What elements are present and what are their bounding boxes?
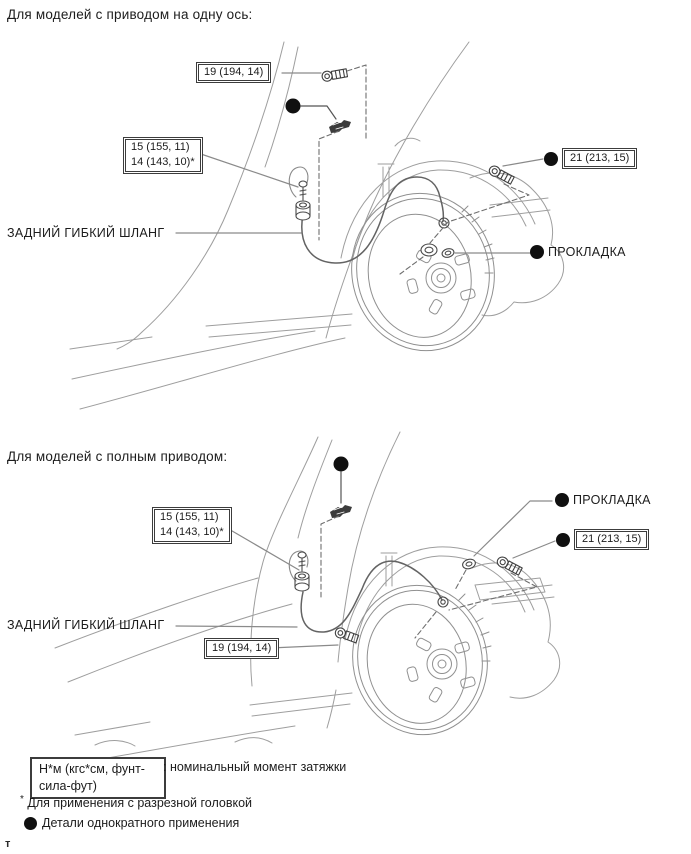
- single-use-note: Детали однократного применения: [24, 816, 239, 830]
- gasket-washer: [441, 248, 455, 258]
- torque-label-21: 21 (213, 15): [562, 148, 638, 170]
- rear-flexible-hose: [300, 560, 443, 633]
- single-use-dot-icon: [544, 151, 558, 166]
- gasket-label: ПРОКЛАДКА: [548, 245, 626, 259]
- torque-unit-box: Н*м (кгс*см, фунт- сила-фут): [30, 757, 166, 799]
- torque-unit-note: : номинальный момент затяжки: [163, 760, 347, 774]
- hose-clip-icon: [329, 120, 351, 133]
- torque-value: 14 (143, 10)*: [131, 156, 195, 169]
- single-use-dot: [333, 456, 349, 504]
- asterisk-marker: *: [20, 794, 24, 805]
- torque-unit-line1: Н*м (кгс*см, фунт-: [39, 762, 145, 776]
- rear-hose-label: ЗАДНИЙ ГИБКИЙ ШЛАНГ: [7, 226, 165, 240]
- bolt-icon-21: [488, 165, 515, 185]
- torque-21-callout: 21 (213, 15): [544, 148, 638, 170]
- single-use-dot-icon: [24, 816, 37, 830]
- dashed-leaders: [320, 515, 538, 639]
- hose-fittings: [288, 166, 455, 258]
- gasket-callout: ПРОКЛАДКА: [555, 493, 651, 507]
- backing-plate: [471, 562, 561, 699]
- torque-21-callout: 21 (213, 15): [556, 529, 650, 551]
- torque-value: 15 (155, 11): [131, 141, 190, 153]
- torque-value: 14 (143, 10)*: [160, 526, 224, 539]
- bolt-icon-19: [334, 627, 360, 644]
- dashed-leaders: [318, 64, 530, 275]
- single-use-dot: [285, 98, 337, 120]
- diagram-awd-art: [54, 431, 561, 763]
- bolt-icon-19: [321, 68, 349, 82]
- single-use-dot-icon: [556, 532, 570, 547]
- split-head-note-text: Для применения с разрезной головкой: [27, 796, 253, 811]
- brake-drum: [351, 192, 495, 352]
- gasket-label: ПРОКЛАДКА: [573, 493, 651, 507]
- car-body-outline: [54, 431, 535, 763]
- diagram-single-axle-art: [69, 41, 565, 410]
- torque-value: 19 (194, 14): [204, 66, 264, 78]
- hose-clip-icon: [330, 505, 352, 518]
- page-marker: т: [5, 838, 11, 850]
- single-use-dot-icon: [530, 245, 544, 259]
- torque-label-15-14: 15 (155, 11) 14 (143, 10)*: [123, 137, 203, 174]
- torque-label-21: 21 (213, 15): [574, 529, 650, 551]
- section-title-single-axle: Для моделей с приводом на одну ось:: [7, 7, 253, 22]
- gasket-callout: ПРОКЛАДКА: [530, 245, 626, 259]
- car-body-outline: [69, 41, 536, 410]
- backing-plate: [469, 172, 565, 317]
- torque-label-19: 19 (194, 14): [196, 62, 272, 84]
- label-leaders: [175, 72, 544, 254]
- torque-label-19: 19 (194, 14): [204, 638, 280, 660]
- torque-label-15-14: 15 (155, 11) 14 (143, 10)*: [152, 507, 232, 544]
- hose-fittings: [288, 550, 476, 608]
- single-use-dot-icon: [555, 493, 569, 507]
- bolt-icon-21: [496, 556, 523, 576]
- split-head-note: * Для применения с разрезной головкой: [20, 794, 252, 810]
- rear-hose-label: ЗАДНИЙ ГИБКИЙ ШЛАНГ: [7, 618, 165, 632]
- single-use-note-text: Детали однократного применения: [42, 816, 240, 830]
- torque-value: 15 (155, 11): [160, 511, 219, 523]
- gasket-washer: [462, 558, 476, 570]
- section-title-awd: Для моделей с полным приводом:: [7, 449, 228, 464]
- rear-flexible-hose: [301, 176, 445, 264]
- torque-unit-line2: сила-фут): [39, 778, 97, 793]
- label-leaders: [175, 500, 556, 649]
- brake-drum: [352, 584, 492, 736]
- torque-value: 19 (194, 14): [212, 642, 272, 654]
